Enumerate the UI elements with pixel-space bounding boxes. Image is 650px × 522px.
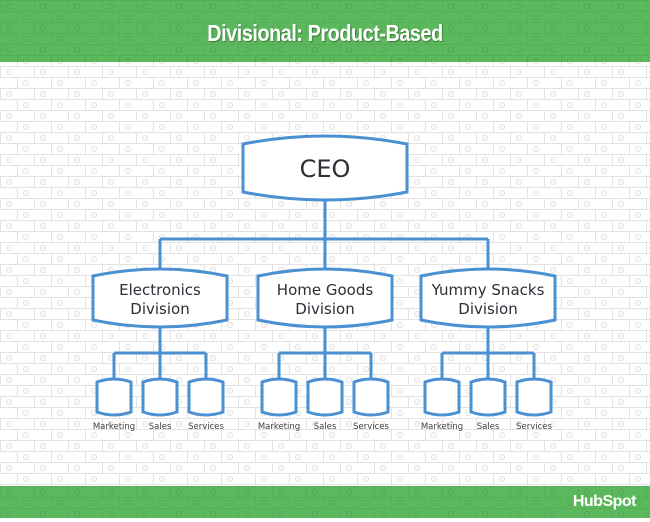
unit-label: Marketing — [258, 422, 300, 432]
unit-node — [260, 377, 298, 417]
unit-node — [95, 377, 133, 417]
division-label-line2: Division — [130, 300, 189, 318]
page-title: Divisional: Product-Based — [207, 20, 443, 46]
connector-lines — [112, 200, 536, 378]
unit-node — [352, 377, 390, 417]
unit-node — [306, 377, 344, 417]
footer-banner — [0, 486, 650, 518]
unit-label: Services — [516, 422, 552, 432]
ceo-node — [241, 134, 409, 202]
division-label-line2: Division — [458, 300, 517, 318]
header-pattern — [0, 0, 650, 62]
unit-label: Marketing — [421, 422, 463, 432]
unit-label: Services — [353, 422, 389, 432]
footer-pattern — [0, 486, 650, 518]
unit-label: Sales — [477, 422, 500, 432]
division-label-line1: Electronics — [119, 281, 201, 299]
division-node — [256, 267, 394, 329]
unit-node — [423, 377, 461, 417]
unit-node — [469, 377, 507, 417]
unit-label: Sales — [314, 422, 337, 432]
unit-node — [141, 377, 179, 417]
unit-node — [515, 377, 553, 417]
header-banner — [0, 0, 650, 62]
unit-label: Marketing — [93, 422, 135, 432]
division-label-line1: Home Goods — [277, 281, 374, 299]
hubspot-logo: HubSpot — [572, 493, 637, 510]
unit-label: Services — [188, 422, 224, 432]
division-label-line1: Yummy Snacks — [431, 281, 545, 299]
ceo-label: CEO — [300, 155, 351, 183]
unit-node — [187, 377, 225, 417]
division-node — [91, 267, 229, 329]
division-node — [419, 267, 557, 329]
unit-label: Sales — [149, 422, 172, 432]
division-label-line2: Division — [295, 300, 354, 318]
